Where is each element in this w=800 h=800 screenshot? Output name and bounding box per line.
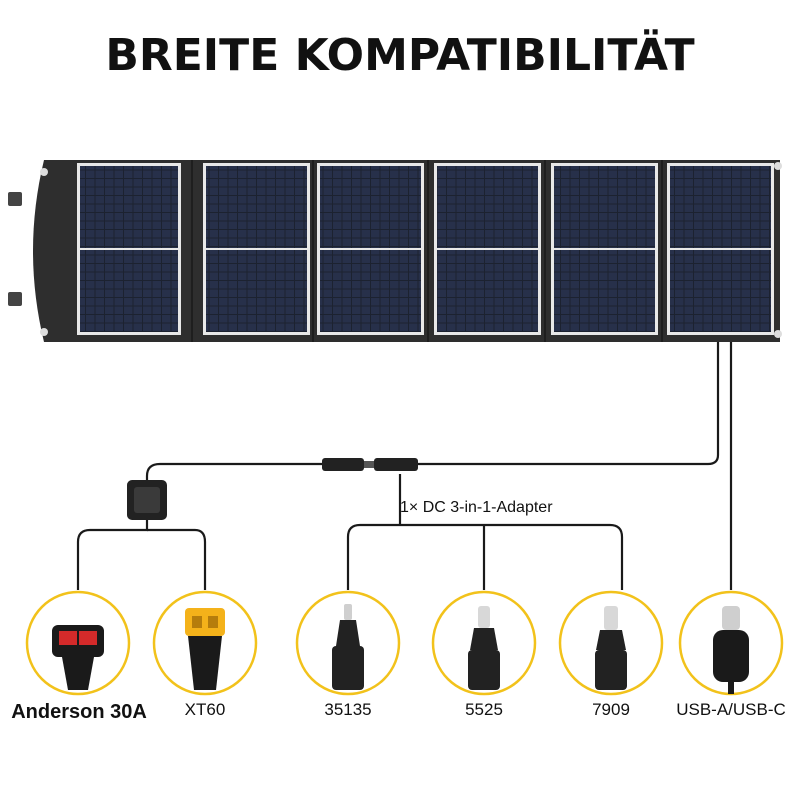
connector-label-7909: 7909: [592, 700, 630, 719]
dc-extension-connector: [322, 458, 418, 471]
connector-label-anderson: Anderson 30A: [11, 701, 147, 723]
page-title: BREITE KOMPATIBILITÄT: [105, 30, 695, 81]
connector-circles: [25, 590, 784, 696]
connector-label-usb: USB-A/USB-C: [676, 700, 786, 719]
splitter-connector: [127, 480, 167, 520]
solar-panel: [8, 160, 782, 342]
connector-label-xt60: XT60: [184, 700, 226, 719]
connector-label-35135: 35135: [324, 700, 372, 719]
xt60-connector-icon: [185, 608, 225, 690]
usb-c-connector-icon: [713, 606, 749, 694]
dc-5525-connector-icon: [468, 606, 500, 690]
adapter-label: 1× DC 3-in-1-Adapter: [400, 499, 553, 516]
cables: [76, 342, 733, 590]
anderson-connector-icon: [52, 625, 104, 690]
dc-35135-connector-icon: [332, 604, 364, 690]
connector-label-5525: 5525: [465, 700, 503, 719]
solar-cell-panels: [77, 163, 774, 335]
dc-7909-connector-icon: [595, 606, 627, 690]
